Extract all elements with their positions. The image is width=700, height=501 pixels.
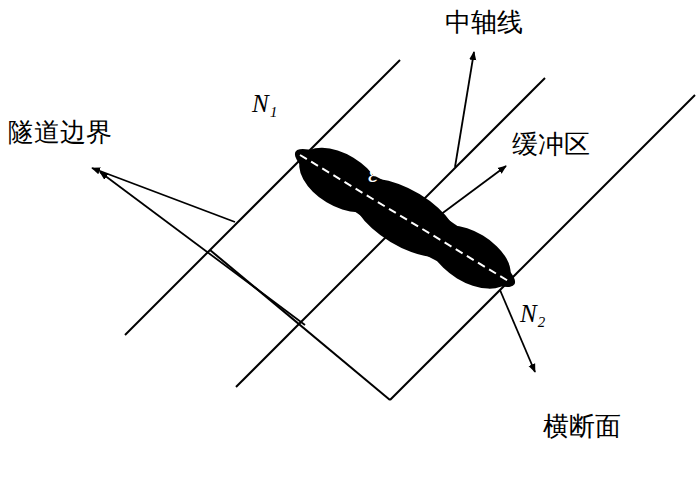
axis-label: 中轴线 [445, 8, 523, 37]
point-label: N₂ [520, 300, 545, 328]
buffer-width-symbol: ε [368, 160, 378, 188]
central-axis [236, 78, 545, 387]
cross-section-line [210, 250, 390, 400]
leader-boundary-1 [92, 168, 235, 222]
boundary-label: 隧道边界 [8, 118, 112, 147]
leader-buffer [440, 166, 506, 215]
leader-boundary-2 [100, 172, 305, 325]
point-label: N₁ [252, 90, 277, 118]
leader-axis [455, 52, 474, 167]
buffer-label: 缓冲区 [512, 130, 590, 159]
buffer-center-dashed-line [300, 155, 510, 282]
cross-section-label: 横断面 [543, 412, 621, 441]
buffer-zone [284, 133, 526, 303]
